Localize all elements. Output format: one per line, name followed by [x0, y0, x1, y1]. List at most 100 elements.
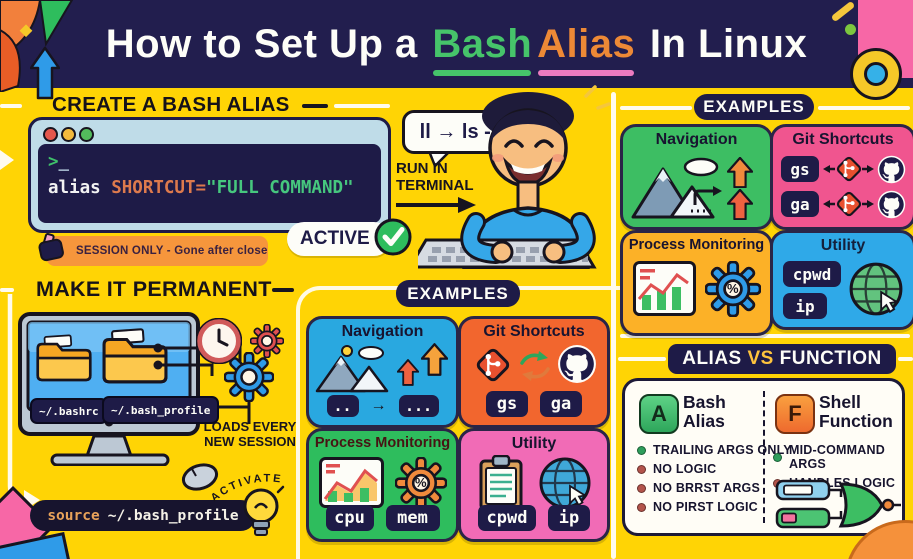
- bullet-dot: [637, 445, 646, 455]
- bullet-row: TRAILING ARGS ONLY: [637, 443, 792, 457]
- chart-icon: [319, 457, 384, 508]
- card-title: Process Monitoring: [314, 435, 451, 451]
- session-note: SESSION ONLY - Gone after close: [76, 245, 268, 257]
- github-icon: [877, 155, 906, 184]
- source-argument: ~/.bash_profile: [107, 507, 239, 524]
- bullet-dot: [773, 452, 782, 462]
- session-badge: SESSION ONLY - Gone after close: [38, 233, 268, 266]
- versus-title: ALIAS VS FUNCTION: [668, 344, 896, 374]
- process-badges: cpu mem: [309, 505, 456, 531]
- active-label: ACTIVE: [300, 228, 370, 249]
- git-badges: gs ga: [461, 391, 607, 417]
- card-git-right[interactable]: Git Shortcuts gs ga: [770, 124, 913, 230]
- bubble-text: ll → ls -l: [419, 120, 497, 143]
- sync-arrows-icon: [520, 351, 550, 381]
- arrow-glyph: →: [370, 397, 387, 414]
- card-title: Utility: [820, 237, 866, 254]
- versus-divider: [763, 391, 765, 523]
- traffic-light-red[interactable]: [43, 127, 58, 142]
- function-name-line2: Function: [819, 410, 893, 431]
- git-badge: ga: [540, 391, 582, 417]
- nav-badges: .. → ...: [309, 395, 456, 417]
- donut-decoration: [850, 48, 902, 100]
- prompt-chevron: >: [48, 152, 59, 172]
- clock-icon: [196, 318, 242, 364]
- card-navigation-right[interactable]: Navigation: [620, 124, 773, 230]
- mouse-icon: [181, 463, 219, 491]
- title-alias-word: Alias: [537, 21, 636, 76]
- versus-alias-word: ALIAS: [682, 348, 742, 369]
- chart-icon: [633, 261, 696, 316]
- git-diamond-icon: [823, 154, 874, 184]
- corner-decoration-left: [0, 0, 74, 92]
- prompt-cursor: _: [58, 152, 70, 172]
- alias-name: Bash Alias: [683, 393, 726, 431]
- bullet-row: NO LOGIC: [637, 462, 792, 476]
- card-process-right[interactable]: Process Monitoring %: [620, 230, 773, 336]
- nav-badge: ..: [326, 395, 359, 417]
- examples-center-title: EXAMPLES: [396, 280, 520, 307]
- bashrc-file-label: ~/.bashrc: [30, 398, 108, 424]
- frame-line: [0, 104, 22, 108]
- card-utility-right[interactable]: Utility cpwd ip: [770, 230, 913, 330]
- nav-badge: ...: [398, 395, 439, 417]
- character-typing-illustration: [418, 85, 611, 269]
- source-command-pill: source ~/.bash_profile: [30, 500, 256, 531]
- active-bubble: ACTIVE: [287, 222, 391, 256]
- mountains-icon: [631, 157, 722, 219]
- utility-badge: ip: [783, 293, 827, 319]
- alias-bullets: TRAILING ARGS ONLY NO LOGIC NO BRRST ARG…: [637, 443, 792, 519]
- card-utility-center[interactable]: Utility cpwd ip: [458, 428, 610, 542]
- card-process-center[interactable]: Process Monitoring % cpu mem: [306, 428, 459, 542]
- check-icon: [374, 218, 412, 256]
- bullet-dot: [637, 483, 646, 493]
- utility-badge: cpwd: [783, 261, 841, 287]
- percent-symbol: %: [727, 281, 739, 296]
- utility-badges: cpwd ip: [461, 505, 607, 531]
- function-name-line1: Shell: [819, 392, 861, 412]
- git-diamond-icon: [473, 345, 513, 385]
- clipboard-icon: [479, 455, 523, 511]
- card-title: Git Shortcuts: [792, 131, 894, 148]
- frame-line: [334, 104, 390, 108]
- git-badge: gs: [781, 156, 819, 182]
- globe-cursor-icon: [847, 260, 905, 318]
- dot-decoration: [845, 24, 856, 35]
- examples-right-title: EXAMPLES: [694, 94, 814, 120]
- percent-symbol: %: [415, 475, 427, 490]
- card-git-center[interactable]: Git Shortcuts gs ga: [458, 316, 610, 428]
- process-badge: cpu: [325, 505, 374, 531]
- loads-note: LOADS EVERY NEW SESSION: [200, 419, 300, 450]
- git-diamond-icon: [823, 189, 874, 219]
- git-badge: gs: [486, 391, 528, 417]
- versus-card: A Bash Alias TRAILING ARGS ONLY NO LOGIC…: [622, 378, 905, 536]
- bullet-text: NO PIRST LOGIC: [653, 500, 758, 514]
- gear-icon: [224, 352, 274, 402]
- frame-line: [0, 288, 14, 292]
- permanent-section-title: MAKE IT PERMANENT: [36, 277, 272, 301]
- bullet-row: MID-COMMAND ARGS: [773, 443, 902, 471]
- function-name: Shell Function: [819, 393, 893, 431]
- traffic-light-yellow[interactable]: [61, 127, 76, 142]
- alias-badge: A: [639, 394, 679, 434]
- up-arrow-decoration: [30, 46, 60, 100]
- bullet-text: NO LOGIC: [653, 462, 717, 476]
- traffic-light-green[interactable]: [79, 127, 94, 142]
- card-title: Git Shortcuts: [483, 323, 585, 340]
- right-arrow-icon: [396, 197, 476, 213]
- card-title: Navigation: [655, 131, 738, 148]
- run-label-line2: TERMINAL: [396, 177, 474, 195]
- alias-keyword: alias: [48, 178, 112, 199]
- title-part-2: In Linux: [638, 21, 808, 66]
- versus-function-word: FUNCTION: [779, 348, 882, 369]
- card-navigation-center[interactable]: Navigation .. → ...: [306, 316, 459, 428]
- title-part-1: How to Set Up a: [105, 21, 430, 66]
- up-arrow-icon: [727, 157, 753, 188]
- title-bash-word: Bash: [432, 21, 533, 76]
- github-icon: [557, 344, 597, 384]
- terminal-command-line: alias SHORTCUT="FULL COMMAND": [48, 175, 371, 201]
- frame-line: [618, 357, 666, 361]
- chevron-decoration: [0, 150, 14, 170]
